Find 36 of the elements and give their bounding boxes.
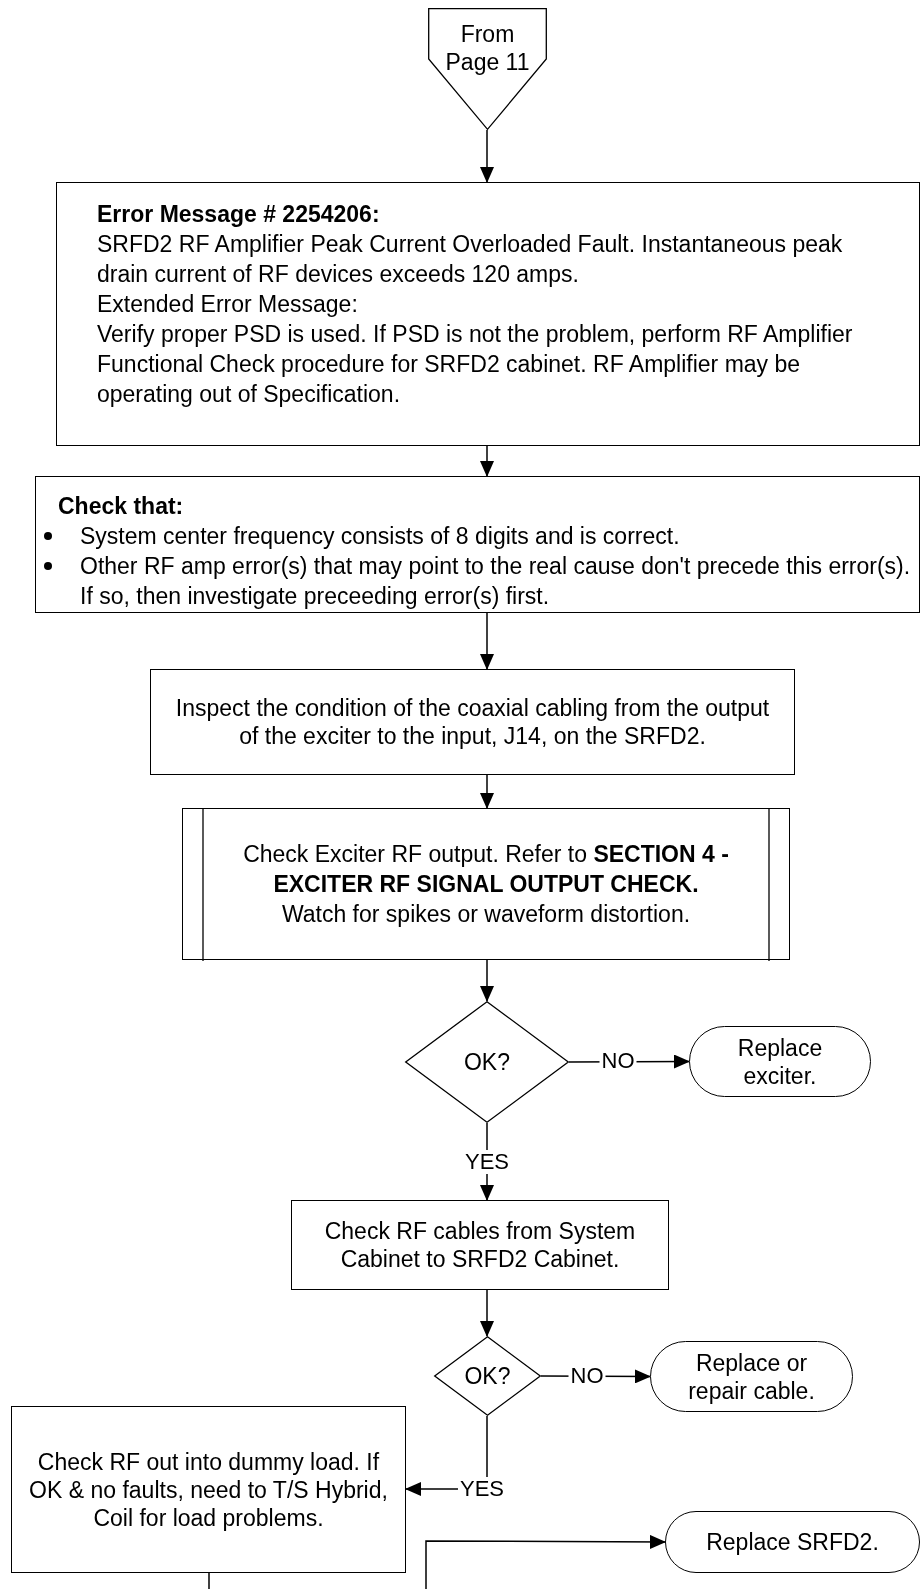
heading: Check that: [58, 492, 185, 521]
arrow [480, 959, 494, 1002]
message-text: Verify proper PSD is used. If PSD is not the problem, perform RF Amplifier Functional Check procedure for SRFD2 cabinet. RF Amplifier may be operating out of Specification. [97, 320, 854, 409]
connector-line [208, 1572, 210, 1589]
process-text: Check RF out into dummy load. If OK & no faults, need to T/S Hybrid, Coil for load problems. [28, 1447, 389, 1532]
bullet-text: System center frequency consists of 8 digits and is correct. [80, 523, 680, 549]
decision-text: OK? [464, 1048, 510, 1076]
process-text: Check RF cables from System Cabinet to SRFD2 Cabinet. [323, 1217, 637, 1273]
arrow [480, 1289, 494, 1337]
process-text: Inspect the condition of the coaxial cabling from the output of the exciter to the input, J14, on the SRFD2. [174, 694, 771, 750]
terminator-text: Replace or repair cable. [687, 1348, 816, 1405]
arrow [480, 445, 494, 477]
subheading: Extended Error Message: [97, 290, 359, 319]
terminator-text: Replace exciter. [736, 1033, 824, 1090]
off-page-connector [428, 8, 547, 130]
arrow [425, 1534, 666, 1589]
arrow [480, 129, 494, 183]
process-box [11, 1406, 406, 1573]
connector-label: From Page 11 [444, 20, 531, 76]
predefined-process-box [182, 808, 790, 960]
edge-label: YES [463, 1150, 511, 1174]
message-text: SRFD2 RF Amplifier Peak Current Overloaded Fault. Instantaneous peak drain current of RF devices exceeds 120 amps. [97, 230, 844, 289]
arrow [480, 612, 494, 670]
process-text: Watch for spikes or waveform distortion. [281, 900, 691, 929]
process-box [56, 182, 920, 446]
process-box [150, 669, 795, 775]
decision-diamond [434, 1336, 541, 1416]
heading: Error Message # 2254206: [97, 200, 381, 229]
decision-diamond [405, 1001, 569, 1123]
decision-text: OK? [464, 1362, 511, 1390]
process-box [35, 476, 920, 613]
process-box [291, 1200, 669, 1290]
terminator-text: Replace SRFD2. [706, 1528, 879, 1556]
process-text: Check Exciter RF output. Refer to SECTION 4 - EXCITER RF SIGNAL OUTPUT CHECK. [242, 840, 730, 899]
bullet-text: Other RF amp error(s) that may point to the real cause don't precede this error(s). If so, then investigate preceeding error(s) first. [80, 553, 911, 609]
arrow [480, 774, 494, 809]
